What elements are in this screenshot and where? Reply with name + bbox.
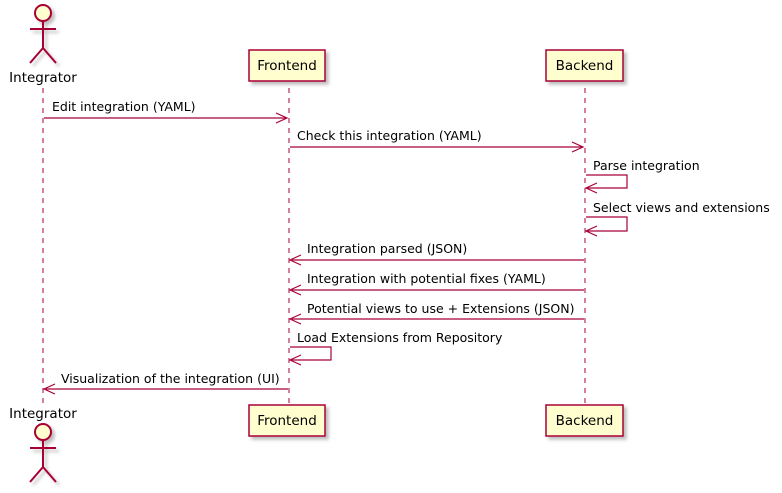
message-visualization: Visualization of the integration (UI) xyxy=(42,371,288,395)
actor-label-integrator-top: Integrator xyxy=(9,70,77,86)
message-potential-fixes: Integration with potential fixes (YAML) xyxy=(288,271,584,296)
message-label: Integration with potential fixes (YAML) xyxy=(307,271,546,286)
participant-backend-top: Backend xyxy=(545,49,624,82)
message-check-integration: Check this integration (YAML) xyxy=(290,128,585,153)
message-integration-parsed: Integration parsed (JSON) xyxy=(288,241,584,266)
message-label: Potential views to use + Extensions (JSO… xyxy=(307,301,575,316)
actor-integrator-bottom: Integrator xyxy=(9,406,77,483)
actor-label-integrator-bottom: Integrator xyxy=(9,406,77,422)
message-label: Parse integration xyxy=(593,158,700,173)
participant-label-frontend-top: Frontend xyxy=(257,58,317,74)
message-label: Visualization of the integration (UI) xyxy=(61,371,280,386)
participant-label-frontend-bottom: Frontend xyxy=(257,413,317,429)
participant-label-backend-bottom: Backend xyxy=(556,413,614,429)
message-parse-integration: Parse integration xyxy=(584,158,700,194)
message-label: Edit integration (YAML) xyxy=(52,99,196,114)
message-select-views: Select views and extensions xyxy=(584,200,770,237)
participant-frontend-bottom: Frontend xyxy=(248,404,326,437)
message-label: Integration parsed (JSON) xyxy=(307,241,467,256)
message-load-extensions: Load Extensions from Repository xyxy=(288,330,503,366)
participant-backend-bottom: Backend xyxy=(545,404,624,437)
message-edit-integration: Edit integration (YAML) xyxy=(44,99,289,124)
message-label: Check this integration (YAML) xyxy=(297,128,482,143)
participant-label-backend-top: Backend xyxy=(556,58,614,74)
actor-integrator-top: Integrator xyxy=(9,4,77,86)
participant-frontend-top: Frontend xyxy=(248,49,326,82)
message-label: Select views and extensions xyxy=(593,200,770,215)
message-potential-views: Potential views to use + Extensions (JSO… xyxy=(288,301,584,325)
message-label: Load Extensions from Repository xyxy=(297,330,503,345)
